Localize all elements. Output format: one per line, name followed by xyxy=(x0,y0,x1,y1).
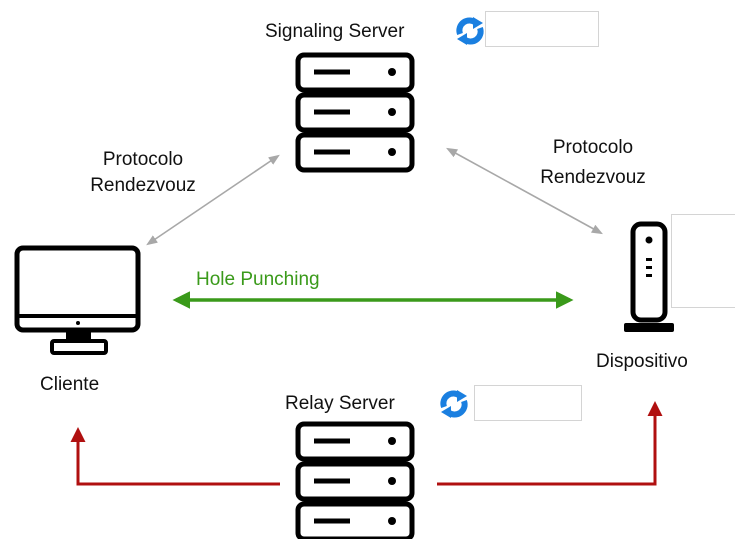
relay-arrow-left xyxy=(70,427,280,486)
signaling-server-icon xyxy=(295,52,415,173)
router-icon xyxy=(624,221,674,332)
right-protocol-label: Protocolo Rendezvouz xyxy=(518,136,668,190)
monitor-icon xyxy=(14,245,141,355)
signaling-server-label: Signaling Server xyxy=(265,21,405,42)
rendezvous-arrow-left xyxy=(146,154,280,246)
relay-arrow-right xyxy=(437,401,663,486)
left-protocol-line1: Protocolo xyxy=(102,149,184,170)
client-label: Cliente xyxy=(40,374,100,395)
rendezvous-arrow-right xyxy=(446,147,603,235)
signaling-sync-icon xyxy=(456,17,484,45)
left-protocol-label: Protocolo Rendezvouz xyxy=(68,148,218,198)
signaling-white-box xyxy=(485,11,599,47)
right-protocol-line1: Protocolo xyxy=(552,137,634,158)
relay-sync-icon xyxy=(440,390,468,418)
relay-server-label: Relay Server xyxy=(285,393,395,414)
left-protocol-line2: Rendezvouz xyxy=(90,175,196,196)
relay-white-box xyxy=(474,385,582,421)
relay-server-icon xyxy=(295,421,415,539)
right-protocol-line2: Rendezvouz xyxy=(540,167,646,188)
device-white-box xyxy=(671,214,735,308)
hole-punching-label: Hole Punching xyxy=(196,269,320,290)
device-label: Dispositivo xyxy=(596,351,688,372)
